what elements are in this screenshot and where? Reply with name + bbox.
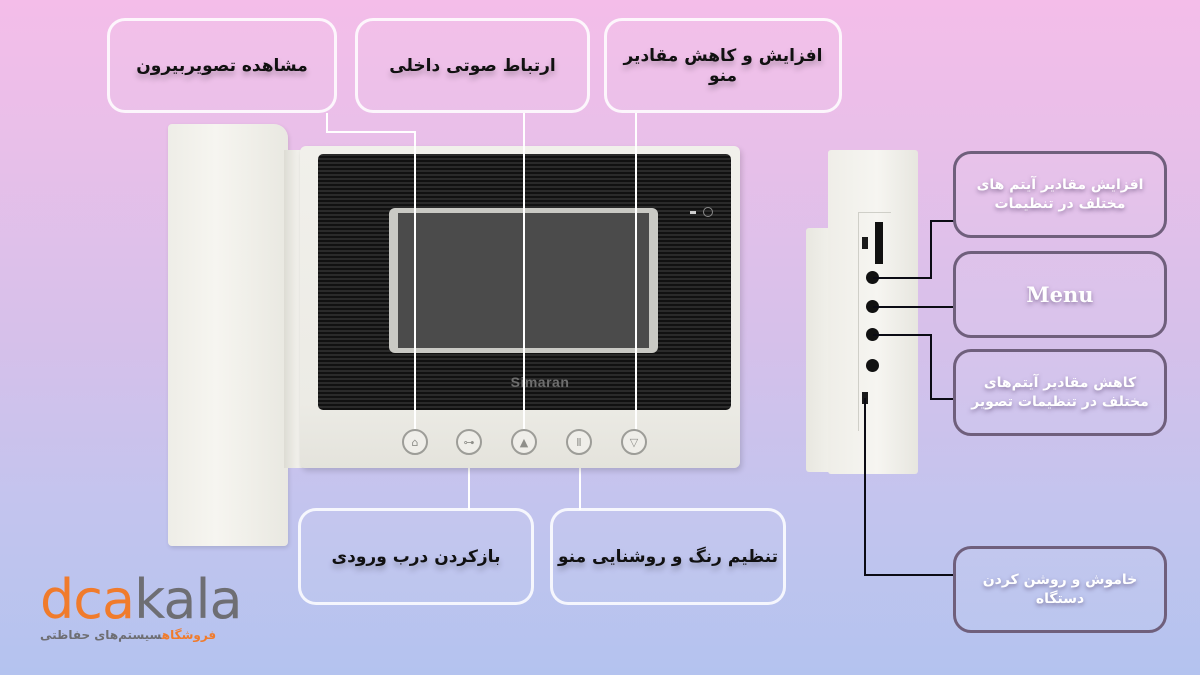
callout-open-door: بازکردن درب ورودی bbox=[298, 508, 534, 605]
connector-line bbox=[864, 574, 954, 576]
callout-increase-settings: افزایش مقادیر آیتم های مختلف در تنظیمات bbox=[953, 151, 1167, 238]
logo-tagline: فروشگاهسیستم‌های حفاظتی bbox=[40, 628, 216, 642]
connector-line bbox=[930, 398, 954, 400]
callout-menu: Menu bbox=[953, 251, 1167, 338]
handset bbox=[168, 124, 288, 546]
connector-line bbox=[873, 334, 931, 336]
logo-part-dca: dca bbox=[40, 568, 135, 631]
side-control-strip bbox=[858, 212, 891, 431]
callout-color-brightness: تنظیم رنگ و روشنایی منو bbox=[550, 508, 786, 605]
connector-line bbox=[468, 455, 470, 510]
side-upper-switch[interactable] bbox=[862, 237, 868, 249]
connector-line bbox=[523, 146, 525, 431]
monitor-view-button[interactable]: ⌂ bbox=[402, 429, 428, 455]
dcakala-logo: dcakala فروشگاهسیستم‌های حفاظتی bbox=[40, 568, 243, 660]
connector-line bbox=[930, 220, 954, 222]
callout-intercom: ارتباط صوتی داخلی bbox=[355, 18, 590, 113]
side-button-decrease[interactable] bbox=[866, 328, 879, 341]
connector-line bbox=[930, 334, 932, 400]
callout-decrease-settings: کاهش مقادیر آیتم‌های مختلف در تنظیمات تص… bbox=[953, 349, 1167, 436]
connector-line bbox=[326, 113, 328, 133]
callout-label: کاهش مقادیر آیتم‌های مختلف در تنظیمات تص… bbox=[971, 374, 1149, 410]
side-button-increase[interactable] bbox=[866, 271, 879, 284]
connector-line bbox=[635, 146, 637, 431]
up-triangle-icon: ▲ bbox=[519, 435, 529, 449]
callout-label: ارتباط صوتی داخلی bbox=[389, 55, 556, 76]
logo-tagline-security: سیستم‌های حفاظتی bbox=[40, 628, 162, 642]
power-indicator-icon bbox=[703, 207, 713, 217]
down-triangle-icon: ▽ bbox=[629, 435, 639, 449]
side-card-slot bbox=[875, 222, 883, 264]
device-brand: Simaran bbox=[510, 374, 570, 390]
logo-tagline-store: فروشگاه bbox=[161, 628, 217, 642]
callout-menu-adjust: افزایش و کاهش مقادیر منو bbox=[604, 18, 842, 113]
callout-label: Menu bbox=[1026, 282, 1094, 307]
callout-label: خاموش و روشن کردن دستگاه bbox=[982, 571, 1138, 607]
menu-up-button[interactable]: ▲ bbox=[511, 429, 537, 455]
connector-line bbox=[873, 277, 931, 279]
callout-label: بازکردن درب ورودی bbox=[331, 546, 501, 567]
side-button-extra bbox=[866, 359, 879, 372]
callout-label: تنظیم رنگ و روشنایی منو bbox=[557, 546, 779, 567]
callout-outside-view: مشاهده تصویربیرون bbox=[107, 18, 337, 113]
connector-line bbox=[930, 220, 932, 279]
handset-talk-icon: Ⅱ bbox=[576, 435, 582, 449]
connector-line bbox=[873, 306, 955, 308]
door-unlock-button[interactable]: ⊶ bbox=[456, 429, 482, 455]
callout-label: افزایش و کاهش مقادیر منو bbox=[623, 45, 823, 86]
status-led bbox=[690, 211, 696, 214]
connector-line bbox=[579, 455, 581, 510]
monitor-view-icon: ⌂ bbox=[411, 435, 419, 449]
side-button-menu[interactable] bbox=[866, 300, 879, 313]
unlock-key-icon: ⊶ bbox=[463, 435, 475, 449]
menu-down-button[interactable]: ▽ bbox=[621, 429, 647, 455]
connector-line bbox=[414, 146, 416, 431]
logo-part-kala: kala bbox=[134, 568, 243, 631]
callout-power: خاموش و روشن کردن دستگاه bbox=[953, 546, 1167, 633]
talk-button[interactable]: Ⅱ bbox=[566, 429, 592, 455]
connector-line bbox=[864, 398, 866, 575]
callout-label: افزایش مقادیر آیتم های مختلف در تنظیمات bbox=[976, 176, 1144, 212]
callout-label: مشاهده تصویربیرون bbox=[136, 55, 308, 76]
connector-line bbox=[326, 131, 416, 133]
logo-wordmark: dcakala bbox=[40, 568, 243, 631]
